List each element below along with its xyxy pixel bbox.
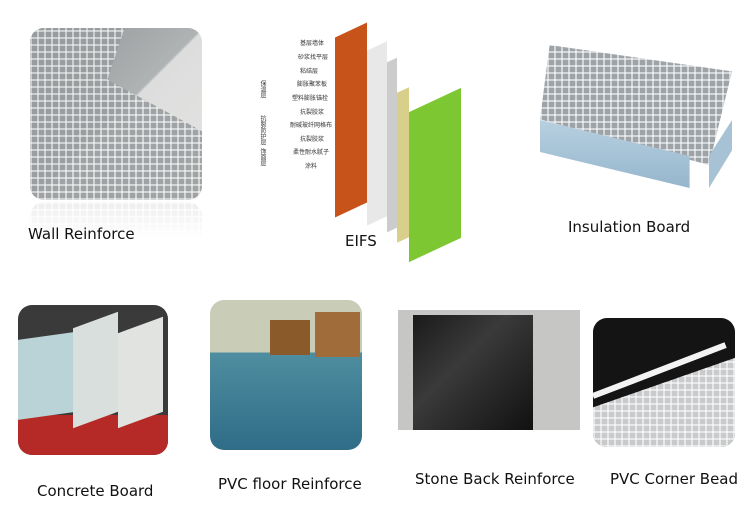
eifs-layer-label: 砂浆找平层 bbox=[298, 54, 329, 61]
stone-back-image bbox=[398, 310, 580, 430]
product-label: EIFS bbox=[345, 232, 377, 250]
product-label: PVC Corner Bead bbox=[610, 470, 739, 488]
eifs-group-label: 抗裂防护层 bbox=[259, 115, 266, 145]
eifs-layer-label: 抗裂胶浆 bbox=[300, 109, 325, 116]
eifs-layer-label: 粘结层 bbox=[300, 68, 319, 75]
eifs-layer-label: 柔性耐水腻子 bbox=[293, 149, 330, 156]
pvc-floor-image bbox=[210, 300, 362, 450]
eifs-layer-label: 塑料膨胀锚栓 bbox=[292, 95, 329, 102]
eifs-layer-label: 基层墙体 bbox=[300, 40, 325, 47]
eifs-layer-label: 膨胀聚苯板 bbox=[297, 81, 328, 88]
eifs-layer-label: 涂料 bbox=[305, 163, 318, 170]
wall-reinforce-image bbox=[30, 28, 202, 200]
product-label: Wall Reinforce bbox=[28, 225, 135, 243]
eifs-layer-label: 抗裂胶浆 bbox=[300, 136, 325, 143]
product-label: Insulation Board bbox=[568, 218, 691, 236]
product-label: PVC floor Reinforce bbox=[218, 475, 362, 493]
eifs-group-label: 保温层 bbox=[259, 80, 266, 98]
product-label: Concrete Board bbox=[37, 482, 154, 500]
eifs-layer-label: 耐碱玻纤网格布 bbox=[290, 122, 333, 129]
eifs-group-label: 饰面层 bbox=[259, 148, 266, 166]
eifs-diagram: 基层墙体 砂浆找平层 粘结层 膨胀聚苯板 塑料膨胀锚栓 抗裂胶浆 耐碱玻纤网格布… bbox=[255, 20, 470, 263]
concrete-board-image bbox=[18, 305, 168, 455]
product-label: Stone Back Reinforce bbox=[415, 470, 575, 488]
pvc-corner-bead-image bbox=[593, 318, 735, 447]
insulation-board-image bbox=[540, 45, 732, 215]
